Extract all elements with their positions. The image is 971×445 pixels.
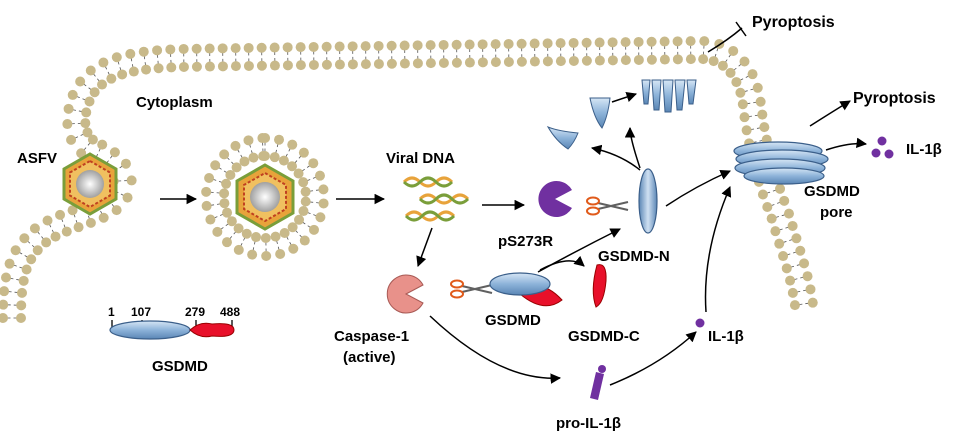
pyroptosis-blocked-label: Pyroptosis [752, 14, 835, 31]
il1b-released-molecules [871, 136, 894, 159]
gsdmd-full-length [489, 272, 563, 307]
il1b-label: IL-1β [708, 328, 744, 345]
gsdmd-c-fragment [592, 264, 607, 308]
domain-tick-107: 107 [131, 305, 151, 319]
dna-icon [402, 176, 470, 222]
virus-icon [235, 163, 295, 231]
gsdmd-domain-diagram [109, 320, 235, 340]
asfv-virion-entering [62, 152, 118, 216]
cytoplasm-label: Cytoplasm [136, 94, 213, 111]
scissors-icon [586, 196, 629, 216]
caspase1-label: Caspase-1 [334, 328, 409, 345]
gsdmd-cleavage-label: GSDMD [485, 312, 541, 329]
caspase1-protease [386, 274, 424, 314]
pro-il1b-label: pro-IL-1β [556, 415, 621, 432]
pyroptosis-label: Pyroptosis [853, 90, 936, 107]
ps273r-protease [538, 180, 572, 217]
gsdmd-n-label: GSDMD-N [598, 248, 670, 265]
gsdmd-c-label: GSDMD-C [568, 328, 640, 345]
gsdmd-domain-label: GSDMD [152, 358, 208, 375]
ps273r-label: pS273R [498, 233, 553, 250]
caspase1-active-label: (active) [343, 349, 396, 366]
gsdmd-pore-label-line2: pore [820, 204, 853, 221]
pathway-arrows [160, 21, 868, 386]
asfv-label: ASFV [17, 150, 57, 167]
il1b-molecule [695, 318, 705, 328]
viral-dna-label: Viral DNA [386, 150, 455, 167]
gsdmd-n-fragment [638, 168, 658, 234]
gsdmd-n-oligomer [546, 79, 697, 150]
domain-tick-279: 279 [185, 305, 205, 319]
gsdmd-pore-label: GSDMD [804, 183, 860, 200]
domain-tick-1: 1 [108, 305, 115, 319]
il1b-released-label: IL-1β [906, 141, 942, 158]
pro-il1b-molecule [590, 365, 606, 400]
scissors-icon [450, 279, 493, 299]
gsdmd-pore [733, 141, 829, 185]
undefined [201, 133, 329, 261]
domain-tick-488: 488 [220, 305, 240, 319]
